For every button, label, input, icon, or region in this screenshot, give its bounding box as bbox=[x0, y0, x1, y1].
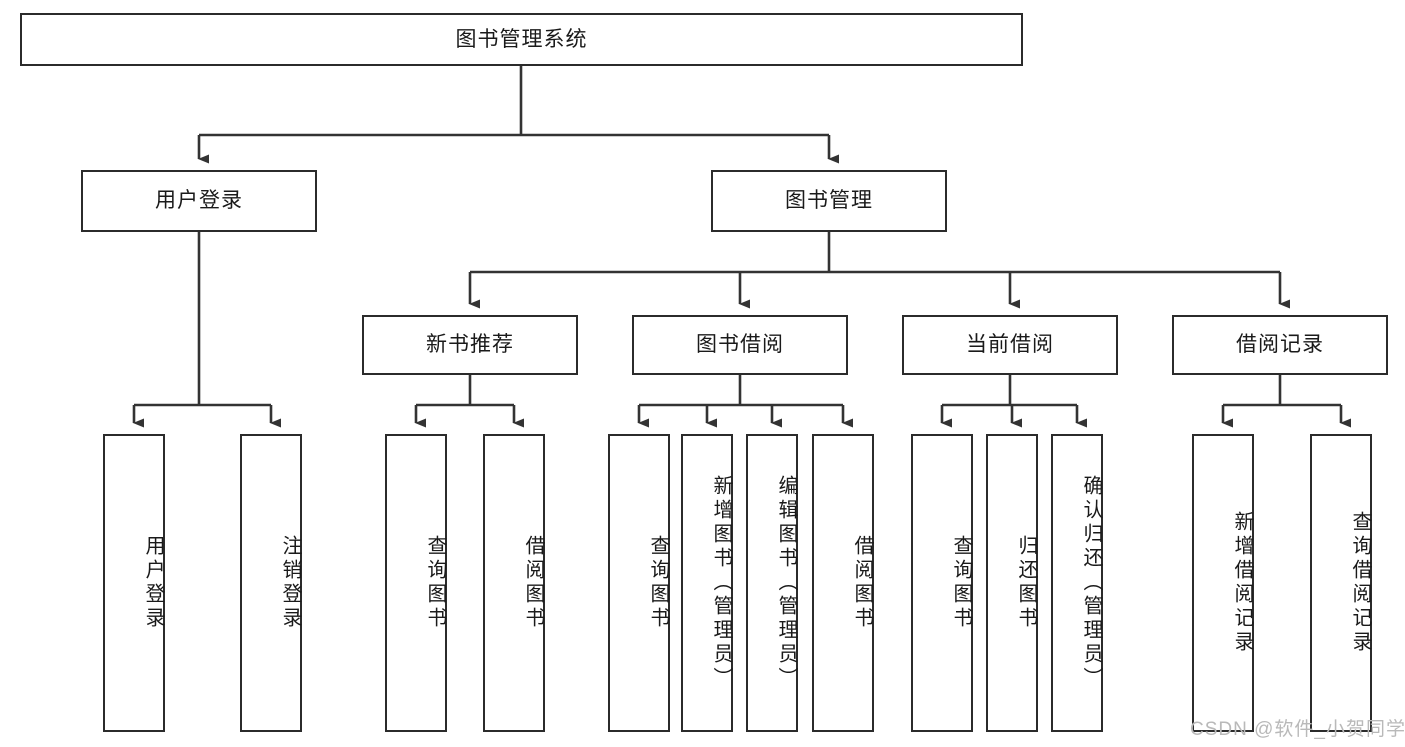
leaf-borrow-book-1-label: 借阅图书 bbox=[522, 535, 544, 631]
node-book-borrow[interactable]: 图书借阅 bbox=[632, 315, 848, 375]
node-book-borrow-label: 图书借阅 bbox=[696, 333, 784, 357]
leaf-borrow-book-1[interactable]: 借阅图书 bbox=[483, 434, 545, 732]
leaf-return-book-label: 归还图书 bbox=[1015, 535, 1037, 631]
node-book-manage[interactable]: 图书管理 bbox=[711, 170, 947, 232]
node-user-login-label: 用户登录 bbox=[155, 189, 243, 213]
leaf-query-book-1[interactable]: 查询图书 bbox=[385, 434, 447, 732]
node-root-label: 图书管理系统 bbox=[455, 27, 588, 51]
node-current-borrow-label: 当前借阅 bbox=[966, 333, 1054, 357]
node-root[interactable]: 图书管理系统 bbox=[20, 13, 1023, 66]
node-book-manage-label: 图书管理 bbox=[785, 189, 873, 213]
leaf-edit-book[interactable]: 编辑图书（管理员） bbox=[746, 434, 798, 732]
leaf-query-book-1-label: 查询图书 bbox=[424, 535, 446, 631]
leaf-query-book-3-label: 查询图书 bbox=[950, 535, 972, 631]
node-new-book-recommend[interactable]: 新书推荐 bbox=[362, 315, 578, 375]
csdn-watermark: CSDN @软件_小贺同学 bbox=[1190, 719, 1405, 740]
leaf-add-borrow-record-label: 新增借阅记录 bbox=[1231, 511, 1253, 655]
leaf-edit-book-label: 编辑图书（管理员） bbox=[775, 475, 797, 691]
leaf-borrow-book-2-label: 借阅图书 bbox=[851, 535, 873, 631]
leaf-query-book-2-label: 查询图书 bbox=[647, 535, 669, 631]
node-borrow-record-label: 借阅记录 bbox=[1236, 333, 1324, 357]
leaf-borrow-book-2[interactable]: 借阅图书 bbox=[812, 434, 874, 732]
leaf-confirm-return[interactable]: 确认归还（管理员） bbox=[1051, 434, 1103, 732]
node-current-borrow[interactable]: 当前借阅 bbox=[902, 315, 1118, 375]
leaf-user-logout-label: 注销登录 bbox=[279, 535, 301, 631]
leaf-query-borrow-record[interactable]: 查询借阅记录 bbox=[1310, 434, 1372, 732]
node-borrow-record[interactable]: 借阅记录 bbox=[1172, 315, 1388, 375]
node-user-login[interactable]: 用户登录 bbox=[81, 170, 317, 232]
leaf-return-book[interactable]: 归还图书 bbox=[986, 434, 1038, 732]
leaf-query-book-3[interactable]: 查询图书 bbox=[911, 434, 973, 732]
leaf-query-borrow-record-label: 查询借阅记录 bbox=[1349, 511, 1371, 655]
leaf-confirm-return-label: 确认归还（管理员） bbox=[1080, 475, 1102, 691]
leaf-add-borrow-record[interactable]: 新增借阅记录 bbox=[1192, 434, 1254, 732]
node-new-book-recommend-label: 新书推荐 bbox=[426, 333, 514, 357]
leaf-user-login[interactable]: 用户登录 bbox=[103, 434, 165, 732]
leaf-user-login-label: 用户登录 bbox=[142, 535, 164, 631]
leaf-add-book-label: 新增图书（管理员） bbox=[710, 475, 732, 691]
leaf-query-book-2[interactable]: 查询图书 bbox=[608, 434, 670, 732]
leaf-add-book[interactable]: 新增图书（管理员） bbox=[681, 434, 733, 732]
leaf-user-logout[interactable]: 注销登录 bbox=[240, 434, 302, 732]
